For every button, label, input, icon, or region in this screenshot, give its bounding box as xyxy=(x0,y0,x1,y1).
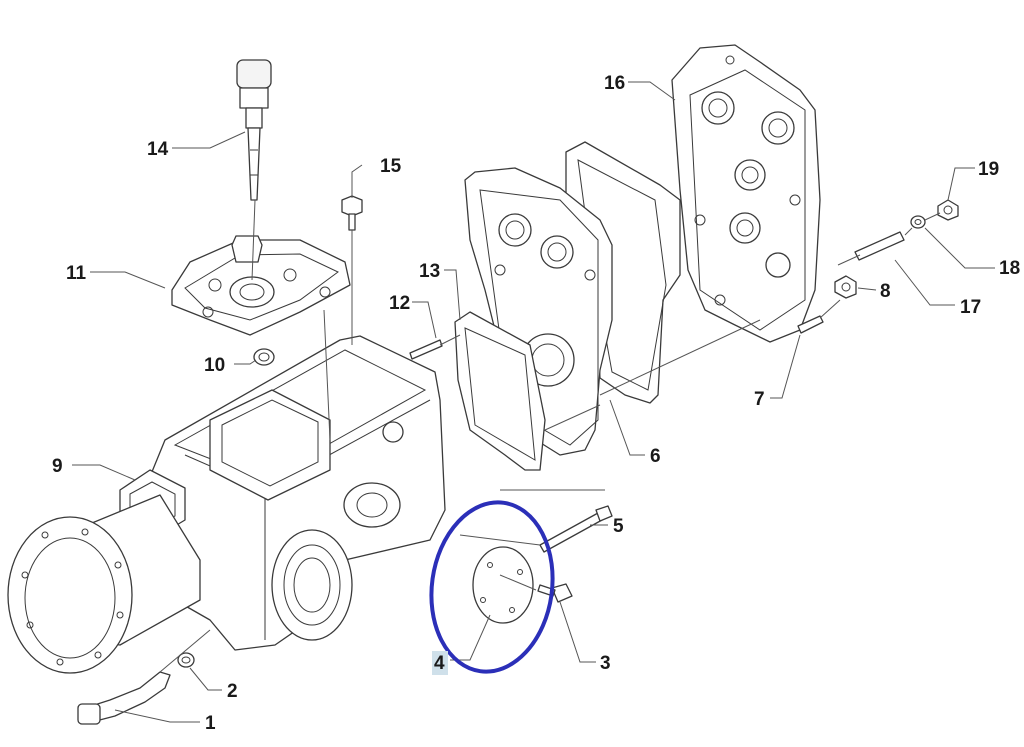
callout-16[interactable]: 16 xyxy=(604,73,625,94)
part-3-bolt xyxy=(537,583,573,603)
callout-18[interactable]: 18 xyxy=(999,258,1020,279)
part-2-oring xyxy=(177,652,195,668)
callout-17[interactable]: 17 xyxy=(960,297,981,318)
callout-15[interactable]: 15 xyxy=(380,156,402,177)
callout-4[interactable]: 4 xyxy=(434,653,445,674)
callout-labels: 14 15 11 10 9 12 13 16 19 18 17 8 7 6 5 … xyxy=(52,73,1020,734)
part-7-pin xyxy=(797,315,824,334)
part-15-bolt xyxy=(341,195,363,231)
callout-3[interactable]: 3 xyxy=(600,653,611,674)
callout-14[interactable]: 14 xyxy=(147,139,169,160)
callout-5[interactable]: 5 xyxy=(613,516,624,537)
callout-2[interactable]: 2 xyxy=(227,681,238,702)
callout-10[interactable]: 10 xyxy=(204,355,225,376)
part-8-nut xyxy=(834,275,857,299)
callout-11[interactable]: 11 xyxy=(66,263,87,284)
highlight-label-bg xyxy=(432,651,448,675)
part-17-stud xyxy=(854,231,905,261)
part-16-rear-cover xyxy=(671,44,821,343)
part-10-oring xyxy=(253,348,275,366)
part-5-long-bolt xyxy=(539,505,613,553)
part-14-breather-dipstick xyxy=(236,59,272,201)
part-13-gasket xyxy=(454,311,546,471)
highlight-ring xyxy=(429,500,555,674)
callout-19[interactable]: 19 xyxy=(978,159,999,180)
assembly-lines xyxy=(159,199,941,673)
callout-7[interactable]: 7 xyxy=(754,389,765,410)
callout-8[interactable]: 8 xyxy=(880,281,891,302)
callout-1[interactable]: 1 xyxy=(205,713,216,734)
part-12-stud xyxy=(409,339,443,360)
part-18-washer xyxy=(910,215,926,229)
callout-13[interactable]: 13 xyxy=(419,261,440,282)
callout-6[interactable]: 6 xyxy=(650,446,661,467)
part-1-fitting xyxy=(77,671,171,725)
callout-leaders xyxy=(72,81,995,723)
callout-12[interactable]: 12 xyxy=(389,293,410,314)
part-4-cover-disc xyxy=(472,546,534,624)
callout-9[interactable]: 9 xyxy=(52,456,63,477)
part-19-nut xyxy=(937,199,959,221)
part-11-top-cover xyxy=(171,235,351,336)
housing-flange xyxy=(7,494,201,674)
